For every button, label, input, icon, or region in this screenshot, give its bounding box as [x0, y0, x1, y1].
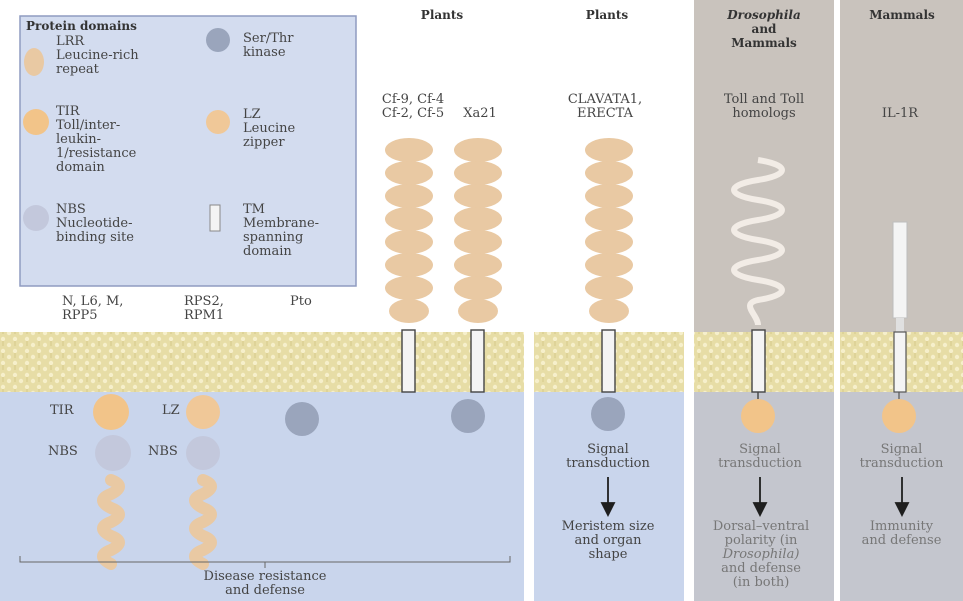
- label-n-l6-1: N, L6, M,: [62, 295, 162, 309]
- label-clavata-2: ERECTA: [550, 107, 660, 121]
- toll-tir: [741, 399, 775, 433]
- legend-title: Protein domains: [26, 19, 137, 33]
- domain-label-nbs-1: NBS: [48, 445, 78, 459]
- header-mammals-1: Mammals: [704, 36, 824, 50]
- outcome-disease-2: and defense: [180, 584, 350, 598]
- label-cf-1: Cf-9, Cf-4: [368, 93, 458, 107]
- tm-cf: [402, 330, 415, 392]
- header-drosophila-mammals: Drosophila and Mammals: [704, 8, 824, 50]
- legend-tir-desc: Toll/inter-leukin-1/resistance domain: [56, 119, 152, 175]
- outcome-immunity-2: and defense: [844, 534, 959, 548]
- label-toll-2: homologs: [704, 107, 824, 121]
- legend-nbs: NBS Nucleotide-binding site: [56, 203, 156, 245]
- tm-swatch: [210, 205, 220, 231]
- tm-il1r: [894, 332, 906, 392]
- kinase-swatch: [206, 28, 230, 52]
- legend-tir-abbr: TIR: [56, 105, 152, 119]
- header-drosophila: Drosophila: [704, 8, 824, 22]
- label-clavata: CLAVATA1, ERECTA: [550, 93, 660, 121]
- legend-tm-abbr: TM: [243, 203, 343, 217]
- header-mammals: Mammals: [846, 8, 958, 22]
- legend-lrr-abbr: LRR: [56, 35, 156, 49]
- legend-tm-desc: Membrane-spanning domain: [243, 217, 343, 259]
- tm-xa21: [471, 330, 484, 392]
- legend-lrr: LRR Leucine-rich repeat: [56, 35, 156, 77]
- label-toll: Toll and Toll homologs: [704, 93, 824, 121]
- tir-swatch: [23, 109, 49, 135]
- outcome-disease: Disease resistance and defense: [180, 570, 350, 598]
- outcome-dorsal-5: (in both): [696, 576, 826, 590]
- signal-toll-1: Signal: [700, 443, 820, 457]
- label-n-l6: N, L6, M, RPP5: [62, 295, 162, 323]
- outcome-dorsal-4: and defense: [696, 562, 826, 576]
- outcome-meristem-2: and organ: [550, 534, 666, 548]
- domain-label-lz: LZ: [162, 404, 180, 418]
- legend-lz-desc: Leucine zipper: [243, 122, 333, 150]
- lz-swatch: [206, 110, 230, 134]
- xa21-kinase: [451, 399, 485, 433]
- lrr-cf: [385, 138, 433, 323]
- label-cf: Cf-9, Cf-4 Cf-2, Cf-5: [368, 93, 458, 121]
- signal-clavata: Signal transduction: [556, 443, 660, 471]
- label-cf-2: Cf-2, Cf-5: [368, 107, 458, 121]
- legend-nbs-abbr: NBS: [56, 203, 156, 217]
- lrr-clavata: [585, 138, 633, 323]
- pto-kinase: [285, 402, 319, 436]
- legend-lrr-desc: Leucine-rich repeat: [56, 49, 156, 77]
- outcome-disease-1: Disease resistance: [180, 570, 350, 584]
- header-plants-1: Plants: [392, 8, 492, 22]
- label-rps2-2: RPM1: [184, 309, 254, 323]
- domain-label-nbs-2: NBS: [148, 445, 178, 459]
- lrr-swatch: [24, 48, 44, 76]
- outcome-meristem-1: Meristem size: [550, 520, 666, 534]
- lrr-xa21: [454, 138, 502, 323]
- outcome-dorsal-2: polarity (in: [696, 534, 826, 548]
- label-rps2: RPS2, RPM1: [184, 295, 254, 323]
- outcome-dorsal-1: Dorsal–ventral: [696, 520, 826, 534]
- label-n-l6-2: RPP5: [62, 309, 162, 323]
- legend-kinase-desc: Ser/Thr kinase: [243, 32, 303, 60]
- outcome-meristem: Meristem size and organ shape: [550, 520, 666, 562]
- outcome-immunity-1: Immunity: [844, 520, 959, 534]
- il1r-extracellular: [893, 222, 907, 318]
- header-plants-2: Plants: [552, 8, 662, 22]
- signal-clavata-2: transduction: [556, 457, 660, 471]
- header-and: and: [704, 22, 824, 36]
- signal-toll: Signal transduction: [700, 443, 820, 471]
- signal-il1r: Signal transduction: [844, 443, 959, 471]
- tm-toll: [752, 330, 765, 392]
- outcome-dorsal-3: Drosophila): [696, 548, 826, 562]
- legend-lz-abbr: LZ: [243, 108, 333, 122]
- label-xa21: Xa21: [455, 107, 505, 121]
- tm-clavata: [602, 330, 615, 392]
- signal-toll-2: transduction: [700, 457, 820, 471]
- legend-tir: TIR Toll/inter-leukin-1/resistance domai…: [56, 105, 152, 175]
- legend-tm: TM Membrane-spanning domain: [243, 203, 343, 259]
- domain-label-tir: TIR: [50, 404, 74, 418]
- legend-nbs-desc: Nucleotide-binding site: [56, 217, 156, 245]
- outcome-meristem-3: shape: [550, 548, 666, 562]
- il1r-tir: [882, 399, 916, 433]
- outcome-immunity: Immunity and defense: [844, 520, 959, 548]
- label-pto: Pto: [290, 295, 330, 309]
- clavata-kinase: [591, 397, 625, 431]
- label-il1r: IL-1R: [850, 107, 950, 121]
- label-rps2-1: RPS2,: [184, 295, 254, 309]
- label-toll-1: Toll and Toll: [704, 93, 824, 107]
- signal-il1r-2: transduction: [844, 457, 959, 471]
- label-clavata-1: CLAVATA1,: [550, 93, 660, 107]
- signal-clavata-1: Signal: [556, 443, 660, 457]
- outcome-dorsal: Dorsal–ventral polarity (in Drosophila) …: [696, 520, 826, 590]
- nbs-swatch: [23, 205, 49, 231]
- legend-lz: LZ Leucine zipper: [243, 108, 333, 150]
- signal-il1r-1: Signal: [844, 443, 959, 457]
